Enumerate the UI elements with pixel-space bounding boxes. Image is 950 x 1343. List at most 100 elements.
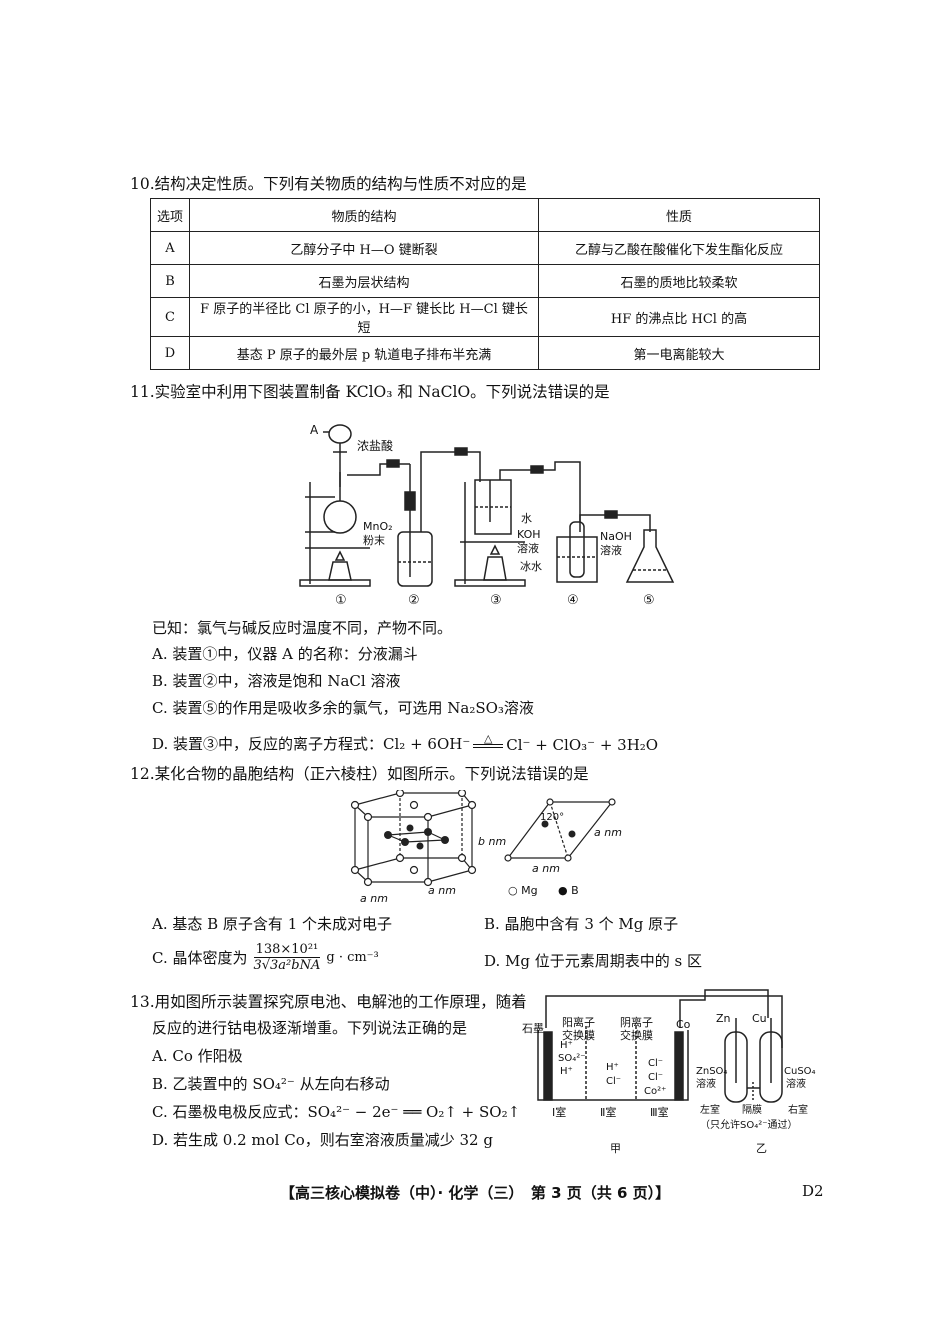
q13-cell-figure: 石墨 阳离子 交换膜 阴离子 交换膜 Co Zn Cu H⁺ SO₄²⁻ H⁺ … <box>522 989 816 1155</box>
q11-option-b: B. 装置②中，溶液是饱和 NaCl 溶液 <box>152 672 401 690</box>
label-room-1: Ⅰ室 <box>552 1105 566 1119</box>
label-room-2: Ⅱ室 <box>600 1105 616 1119</box>
table-cell: A <box>150 231 190 265</box>
label-room-3: Ⅲ室 <box>650 1105 669 1119</box>
label-separator: 隔膜 <box>742 1104 762 1116</box>
room3-ion-2: Cl⁻ <box>648 1072 663 1083</box>
label-device-2: ② <box>408 593 420 608</box>
legend-b: ● B <box>558 884 579 897</box>
q11-known: 已知：氯气与碱反应时温度不同，产物不同。 <box>152 619 453 637</box>
label-water: 水 <box>521 512 532 525</box>
q12-option-b: B. 晶胞中含有 3 个 Mg 原子 <box>484 915 679 933</box>
table-cell: 基态 P 原子的最外层 p 轨道电子排布半充满 <box>189 336 539 370</box>
label-cation-membrane-1: 阳离子 <box>562 1015 595 1029</box>
label-yi: 乙 <box>756 1142 767 1155</box>
label-cu: Cu <box>752 1012 767 1025</box>
label-a-nm-4: a nm <box>532 862 560 875</box>
label-znso4-solution: 溶液 <box>696 1077 716 1090</box>
q12-crystal-figure: b nm a nm a nm 120° a nm a nm ○ Mg ● B <box>350 790 622 905</box>
room1-ion-2: SO₄²⁻ <box>558 1053 586 1064</box>
room2-ion-2: Cl⁻ <box>606 1076 621 1087</box>
q11-option-c: C. 装置⑤的作用是吸收多余的氯气，可选用 Na₂SO₃溶液 <box>152 699 534 717</box>
table-cell: F 原子的半径比 Cl 原子的小，H—F 键长比 H—Cl 键长短 <box>189 297 539 337</box>
q11-option-a: A. 装置①中，仪器 A 的名称：分液漏斗 <box>152 645 418 663</box>
label-jia: 甲 <box>610 1142 621 1155</box>
table-row: A 乙醇分子中 H—O 键断裂 乙醇与乙酸在酸催化下发生酯化反应 <box>150 231 820 265</box>
label-a-nm-2: a nm <box>360 892 388 905</box>
label-ice-water: 冰水 <box>520 560 542 573</box>
heat-symbol: △ <box>484 732 493 745</box>
table-row: B 石墨为层状结构 石墨的质地比较柔软 <box>150 264 820 298</box>
label-hcl: 浓盐酸 <box>357 438 393 453</box>
label-left-room: 左室 <box>700 1103 720 1116</box>
table-cell: 第一电离能较大 <box>538 336 820 370</box>
label-zn: Zn <box>716 1012 731 1025</box>
label-graphite: 石墨 <box>522 1022 544 1035</box>
label-cuso4-solution: 溶液 <box>786 1077 806 1090</box>
density-fraction: 138×10²¹ 3√3a²bNA <box>251 942 322 973</box>
room2-ion-1: H⁺ <box>606 1062 619 1073</box>
q13-option-b: B. 乙装置中的 SO₄²⁻ 从左向右移动 <box>152 1075 390 1093</box>
q11-option-d-left: D. 装置③中，反应的离子方程式：Cl₂ + 6OH⁻ <box>152 735 471 753</box>
q12-option-d: D. Mg 位于元素周期表中的 s 区 <box>484 952 702 970</box>
q13-option-a: A. Co 作阳极 <box>152 1047 243 1065</box>
table-row: C F 原子的半径比 Cl 原子的小，H—F 键长比 H—Cl 键长短 HF 的… <box>150 297 820 337</box>
label-b-nm: b nm <box>478 835 506 848</box>
room1-ion-3: H⁺ <box>560 1066 573 1077</box>
q10-table: 选项 物质的结构 性质 A 乙醇分子中 H—O 键断裂 乙醇与乙酸在酸催化下发生… <box>150 198 820 370</box>
paper-code: D2 <box>802 1182 824 1200</box>
page-footer: 【高三核心模拟卷（中）· 化学（三） 第 3 页（共 6 页）】 <box>280 1184 671 1202</box>
label-znso4: ZnSO₄ <box>696 1066 727 1077</box>
label-mno2: MnO₂ <box>363 520 393 533</box>
q13-stem-line2: 反应的进行钴电极逐渐增重。下列说法正确的是 <box>152 1019 468 1037</box>
table-cell: B <box>150 264 190 298</box>
label-a-nm-3: a nm <box>594 826 622 839</box>
q12-option-c: C. 晶体密度为 138×10²¹ 3√3a²bNA g · cm⁻³ <box>152 942 379 973</box>
q11-apparatus-figure: A 浓盐酸 MnO₂ 粉末 水 KOH 溶液 冰水 NaOH 溶液 ① ② ③ … <box>299 423 675 608</box>
label-anion-membrane-1: 阴离子 <box>620 1015 653 1029</box>
q11-option-d-right: Cl⁻ + ClO₃⁻ + 3H₂O <box>506 736 659 754</box>
label-co: Co <box>676 1018 691 1031</box>
table-cell: D <box>150 336 190 370</box>
fraction-denominator: 3√3a²bNA <box>253 958 321 973</box>
label-naoh: NaOH <box>600 530 632 543</box>
table-cell: 乙醇与乙酸在酸催化下发生酯化反应 <box>538 231 820 265</box>
label-right-room: 右室 <box>788 1103 808 1116</box>
q13-option-c: C. 石墨极电极反应式：SO₄²⁻ − 2e⁻ ══ O₂↑ + SO₂↑ <box>152 1103 521 1121</box>
q10-stem: 10.结构决定性质。下列有关物质的结构与性质不对应的是 <box>130 175 527 193</box>
fraction-numerator: 138×10²¹ <box>253 942 321 958</box>
label-device-1: ① <box>335 593 347 608</box>
q12-option-c-label: C. 晶体密度为 <box>152 949 248 967</box>
label-koh: KOH <box>517 528 541 541</box>
room1-ion-1: H⁺ <box>560 1040 573 1051</box>
table-cell: C <box>150 297 190 337</box>
label-device-4: ④ <box>567 593 579 608</box>
table-header: 选项 <box>150 198 190 232</box>
table-cell: 石墨为层状结构 <box>189 264 539 298</box>
room3-ion-3: Co²⁺ <box>644 1086 666 1097</box>
q11-option-d: D. 装置③中，反应的离子方程式：Cl₂ + 6OH⁻ △ Cl⁻ + ClO₃… <box>152 733 658 754</box>
density-unit: g · cm⁻³ <box>326 950 379 965</box>
reaction-arrow: △ <box>473 732 504 754</box>
label-anion-membrane-2: 交换膜 <box>620 1028 653 1042</box>
table-row: D 基态 P 原子的最外层 p 轨道电子排布半充满 第一电离能较大 <box>150 336 820 370</box>
table-header: 物质的结构 <box>189 198 539 232</box>
table-header: 性质 <box>538 198 820 232</box>
q12-option-a: A. 基态 B 原子含有 1 个未成对电子 <box>152 915 393 933</box>
label-powder: 粉末 <box>363 533 385 547</box>
label-device-5: ⑤ <box>643 593 655 608</box>
label-a-nm-1: a nm <box>428 884 456 897</box>
q11-stem: 11.实验室中利用下图装置制备 KClO₃ 和 NaClO。下列说法错误的是 <box>130 383 610 401</box>
label-koh-solution: 溶液 <box>517 541 539 555</box>
room3-ion-1: Cl⁻ <box>648 1058 663 1069</box>
label-device-3: ③ <box>490 593 502 608</box>
label-cuso4: CuSO₄ <box>784 1066 816 1077</box>
q13-stem-line1: 13.用如图所示装置探究原电池、电解池的工作原理，随着 <box>130 993 527 1011</box>
table-cell: HF 的沸点比 HCl 的高 <box>538 297 820 337</box>
label-A: A <box>310 423 319 437</box>
label-cation-membrane-2: 交换膜 <box>562 1028 595 1042</box>
q13-option-d: D. 若生成 0.2 mol Co，则右室溶液质量减少 32 g <box>152 1131 493 1149</box>
table-header-row: 选项 物质的结构 性质 <box>150 198 820 232</box>
label-120-degree: 120° <box>540 812 564 823</box>
label-naoh-solution: 溶液 <box>600 543 622 557</box>
